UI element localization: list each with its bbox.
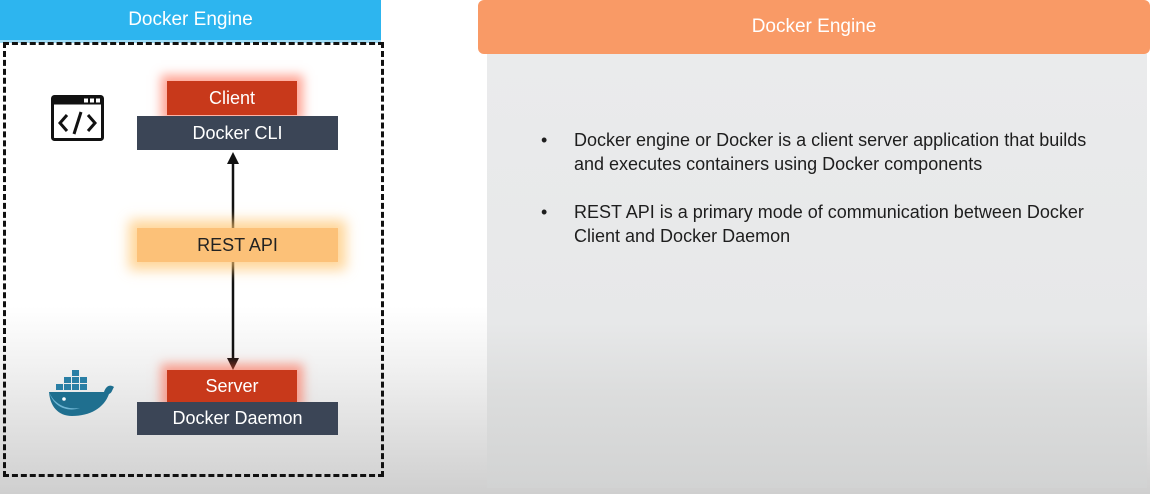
right-panel-body bbox=[487, 54, 1147, 488]
docker-whale-icon bbox=[49, 370, 114, 416]
bullet-text: Docker engine or Docker is a client serv… bbox=[574, 130, 1087, 174]
left-header-shadow bbox=[0, 40, 381, 43]
bullet-dot-icon: • bbox=[541, 130, 548, 150]
diagram-frame bbox=[3, 42, 384, 477]
list-item: • REST API is a primary mode of communic… bbox=[541, 200, 1101, 248]
list-item: • Docker engine or Docker is a client se… bbox=[541, 128, 1101, 176]
bullet-dot-icon: • bbox=[541, 202, 548, 222]
docker-cli-slab: Docker CLI bbox=[137, 116, 338, 150]
client-tab: Client bbox=[167, 81, 297, 115]
rest-api-box: REST API bbox=[137, 228, 338, 262]
code-window-icon bbox=[51, 95, 104, 141]
left-panel-title: Docker Engine bbox=[0, 0, 381, 40]
bullet-text: REST API is a primary mode of communicat… bbox=[574, 202, 1084, 246]
server-tab: Server bbox=[167, 370, 297, 403]
right-panel-title: Docker Engine bbox=[478, 0, 1150, 54]
docker-daemon-slab: Docker Daemon bbox=[137, 402, 338, 435]
bullet-list: • Docker engine or Docker is a client se… bbox=[541, 128, 1101, 272]
